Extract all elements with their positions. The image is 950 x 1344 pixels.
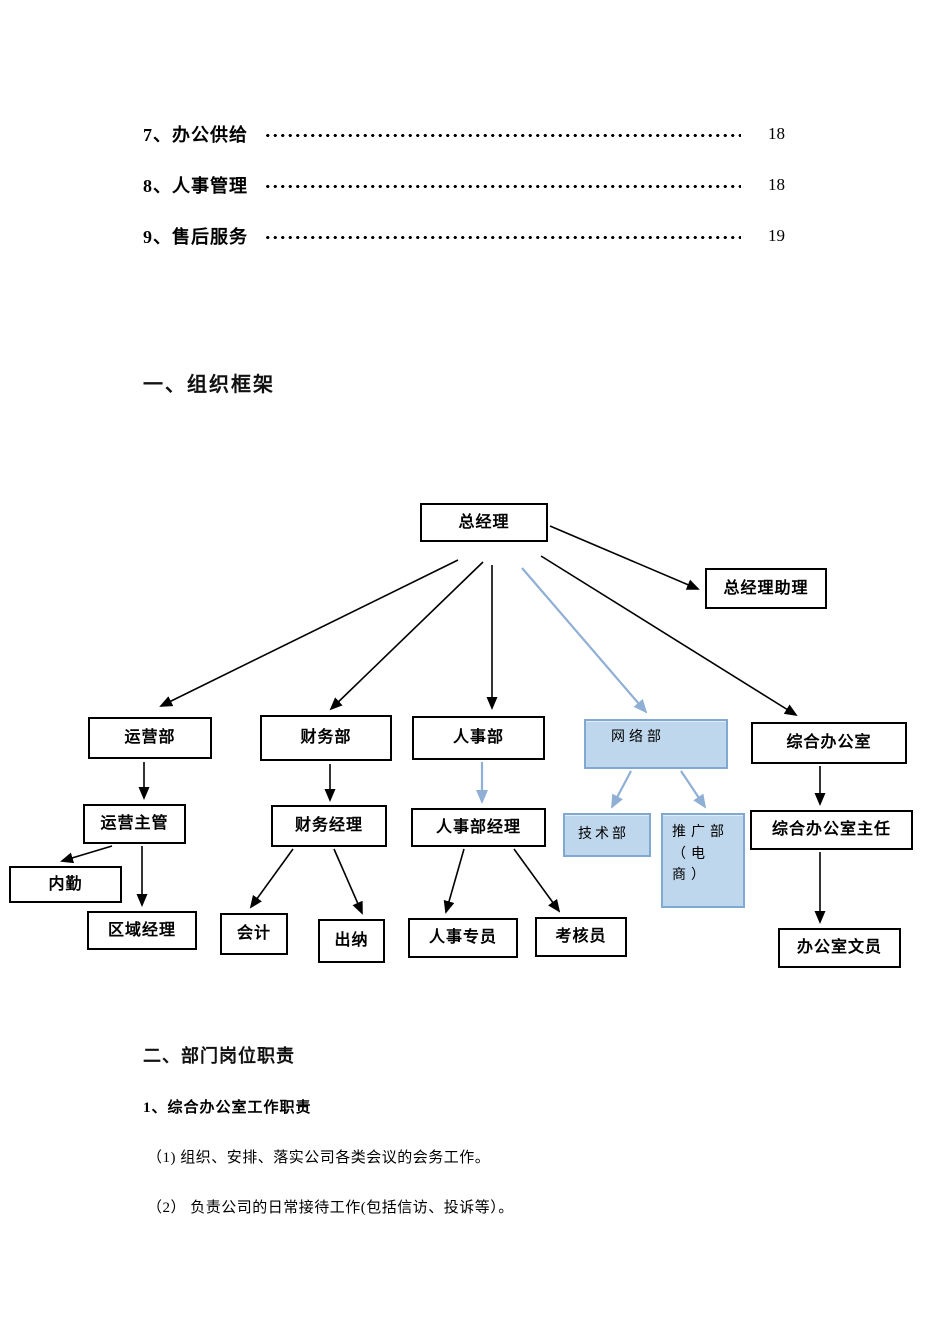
subsection-heading: 1、综合办公室工作职责	[143, 1100, 312, 1116]
org-node-kaoheyuan: 考核员	[535, 917, 627, 957]
org-node-chuna: 出纳	[318, 919, 385, 963]
toc-page-number: 18	[768, 124, 785, 143]
org-node-caiwu-jingli: 财务经理	[271, 805, 387, 847]
org-edge-arrow	[249, 848, 294, 909]
body-paragraph: （2） 负责公司的日常接待工作(包括信访、投诉等）。	[147, 1200, 514, 1216]
org-node-kuaiji: 会计	[220, 913, 288, 955]
org-edge-arrow	[513, 848, 561, 913]
org-edge-arrow	[333, 848, 363, 915]
org-edge-arrow	[549, 525, 700, 590]
toc-row: 8、人事管理 18	[143, 170, 785, 200]
org-edge-arrow	[680, 770, 707, 809]
org-edge-arrow	[329, 561, 484, 711]
org-node-zhbgs-zhuren: 综合办公室主任	[750, 810, 913, 850]
toc-row: 7、办公供给 18	[143, 119, 785, 149]
org-edge-arrow	[540, 555, 798, 717]
toc-entry-label: 9、售后服务	[143, 227, 248, 247]
section-heading-duties: 二、部门岗位职责	[143, 1046, 295, 1066]
org-node-zjl-zhuli: 总经理助理	[705, 568, 827, 609]
toc-dot-leader	[264, 183, 741, 189]
org-node-zongjingli: 总经理	[420, 503, 548, 542]
org-edge-arrow	[611, 770, 632, 809]
org-node-yunyingbu: 运营部	[88, 717, 212, 759]
toc-page-number: 18	[768, 175, 785, 194]
org-node-neiqin: 内勤	[9, 866, 122, 903]
toc-dot-leader	[264, 132, 741, 138]
toc-entry-label: 7、办公供给	[143, 125, 248, 145]
org-node-renshi-zhuanyuan: 人事专员	[408, 918, 518, 958]
org-edge-arrow	[521, 567, 648, 714]
org-node-yunying-zhuguan: 运营主管	[83, 804, 186, 844]
org-node-caiwubu: 财务部	[260, 715, 392, 761]
org-node-zonghebangongshi: 综合办公室	[751, 722, 907, 764]
org-chart-edges	[60, 525, 826, 924]
org-chart: 总经理总经理助理运营部 财务部人事部网络部综合办公室运营主管内勤区域经理 财务经理会…	[9, 503, 913, 968]
org-node-renshibu: 人事部	[412, 716, 545, 760]
org-edge-arrow	[159, 559, 459, 707]
org-node-wangluobu: 网络部	[584, 719, 728, 769]
org-edge-arrow	[443, 848, 465, 914]
toc-row: 9、售后服务 19	[143, 221, 785, 251]
toc-dot-leader	[264, 234, 741, 240]
org-node-quyu-jingli: 区域经理	[87, 911, 197, 950]
org-node-renshibu-jingli: 人事部经理	[411, 808, 546, 847]
org-node-tuiguangbu: 推广部（电商）	[661, 813, 745, 908]
body-paragraph: （1) 组织、安排、落实公司各类会议的会务工作。	[147, 1150, 491, 1166]
org-node-jishubu: 技术部	[563, 813, 651, 857]
toc-page-number: 19	[768, 226, 785, 245]
toc-entry-label: 8、人事管理	[143, 176, 248, 196]
org-edge-arrow	[60, 845, 113, 864]
org-node-bangongshi-wenyuan: 办公室文员	[778, 928, 901, 968]
section-heading-org: 一、组织框架	[143, 374, 275, 396]
